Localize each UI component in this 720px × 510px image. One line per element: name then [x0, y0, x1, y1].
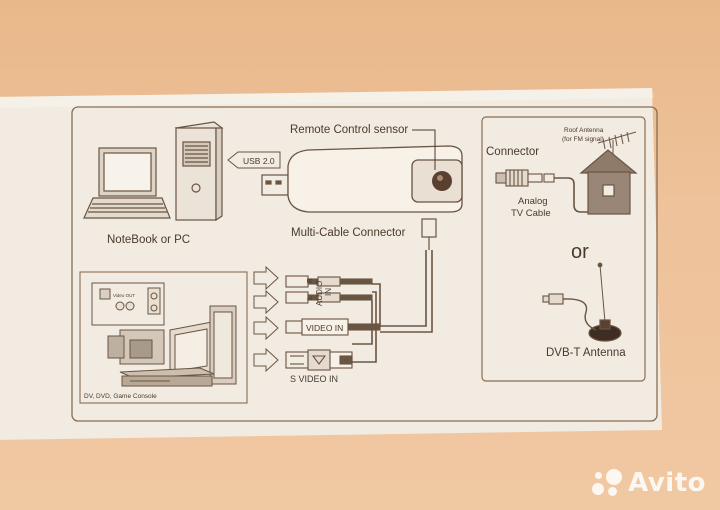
multicable-wire	[352, 250, 433, 363]
multicable-label: Multi-Cable Connector	[291, 227, 406, 239]
audio-l-label: L	[307, 296, 314, 300]
antenna-panel	[481, 116, 646, 382]
fm-signal-label: (for FM signal)	[562, 136, 604, 143]
dvbt-label: DVB-T Antenna	[546, 347, 626, 359]
analog-label: Analog	[518, 196, 548, 207]
coax-connector-icon	[495, 169, 555, 187]
or-label: or	[571, 241, 589, 263]
mini-video-label: Video OUT	[113, 293, 135, 298]
camcorder-icon	[91, 282, 165, 365]
usb-arrow	[227, 151, 281, 169]
multicable-plug	[421, 218, 437, 250]
outer-frame	[71, 106, 658, 422]
roof-antenna-label: Roof Antenna	[564, 127, 604, 134]
coax-cable	[554, 177, 588, 213]
arrow-audio-r	[253, 265, 279, 291]
usb-label: USB 2.0	[243, 156, 275, 166]
watermark-text: Avito	[628, 468, 706, 498]
video-in-label: VIDEO IN	[306, 323, 343, 333]
usb-plug	[261, 174, 289, 196]
laptop-icon	[83, 147, 171, 219]
video-in-connector	[285, 318, 381, 336]
roof-antenna-icon	[597, 131, 637, 166]
tv-cable-label: TV Cable	[511, 208, 551, 219]
input-arrows	[253, 265, 279, 373]
audio-in-label: IN	[324, 288, 333, 296]
connector-label: Connector	[486, 146, 539, 158]
arrow-audio-l	[253, 289, 279, 315]
audio-r-label: R	[307, 278, 314, 283]
audio-r-connector	[285, 275, 373, 288]
dvd-player-icon	[119, 367, 215, 387]
svideo-in-connector	[285, 349, 353, 371]
svideo-in-label: S VIDEO IN	[290, 374, 338, 384]
desktop-pc-icon	[174, 121, 224, 222]
audio-label: AUDIO	[315, 281, 324, 306]
dv-dvd-label: DV, DVD, Game Console	[84, 393, 157, 400]
remote-sensor-icon	[432, 171, 452, 191]
source-devices-panel	[79, 271, 248, 404]
arrow-video	[253, 315, 279, 341]
dvbt-cable	[562, 298, 597, 331]
notebook-label: NoteBook or PC	[107, 234, 190, 246]
house-icon	[579, 149, 638, 215]
tv-monitor-icon	[169, 305, 237, 385]
avito-logo-icon	[592, 469, 623, 497]
remote-sensor-label: Remote Control sensor	[290, 124, 408, 136]
dvbt-plug	[542, 293, 564, 305]
watermark: Avito	[592, 468, 706, 498]
audio-l-connector	[285, 291, 373, 304]
dvbt-antenna-icon	[588, 262, 622, 342]
arrow-svideo	[253, 347, 279, 373]
